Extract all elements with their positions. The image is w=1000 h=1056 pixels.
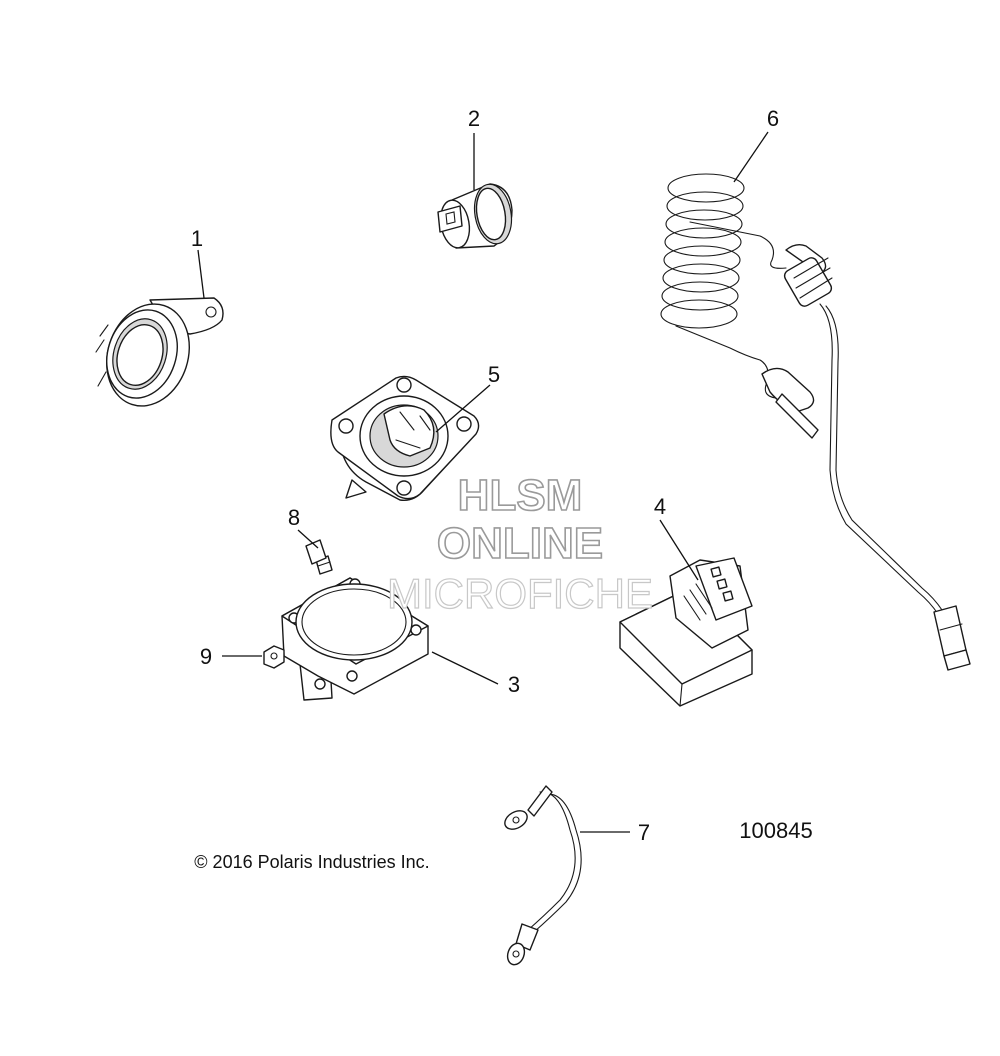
callout-1: 1 [191, 226, 203, 251]
leader-line-1 [197, 249, 205, 299]
callout-3: 3 [508, 672, 520, 697]
part-9-nut [263, 645, 285, 669]
part-5-switch [330, 375, 480, 501]
leader-line-3 [431, 651, 499, 685]
callout-6: 6 [767, 106, 779, 131]
watermark-line-2: ONLINE [437, 519, 603, 568]
callout-9: 9 [200, 644, 212, 669]
leader-line-8 [297, 529, 319, 549]
part-6-tether-lanyard [660, 173, 971, 671]
watermark-line-1: HLSM [458, 471, 583, 520]
callout-8: 8 [288, 505, 300, 530]
watermark-line-3: MICROFICHE [387, 570, 653, 617]
callout-4: 4 [654, 494, 666, 519]
part-8-screw [305, 539, 333, 575]
leader-line-6 [733, 131, 769, 183]
part-2-fitting [437, 183, 513, 249]
watermark: HLSM ONLINE MICROFICHE [386, 470, 653, 617]
callout-7: 7 [638, 820, 650, 845]
callout-2: 2 [468, 106, 480, 131]
callout-5: 5 [488, 362, 500, 387]
part-1-horn [95, 297, 224, 407]
copyright-notice: © 2016 Polaris Industries Inc. [194, 852, 429, 872]
part-7-ground-cable [504, 785, 582, 966]
part-3-bracket [281, 577, 429, 701]
leader-line-4 [659, 519, 699, 581]
leader-line-5 [435, 384, 491, 433]
part-4-relay-module [619, 557, 753, 707]
diagram-number: 100845 [739, 818, 812, 843]
